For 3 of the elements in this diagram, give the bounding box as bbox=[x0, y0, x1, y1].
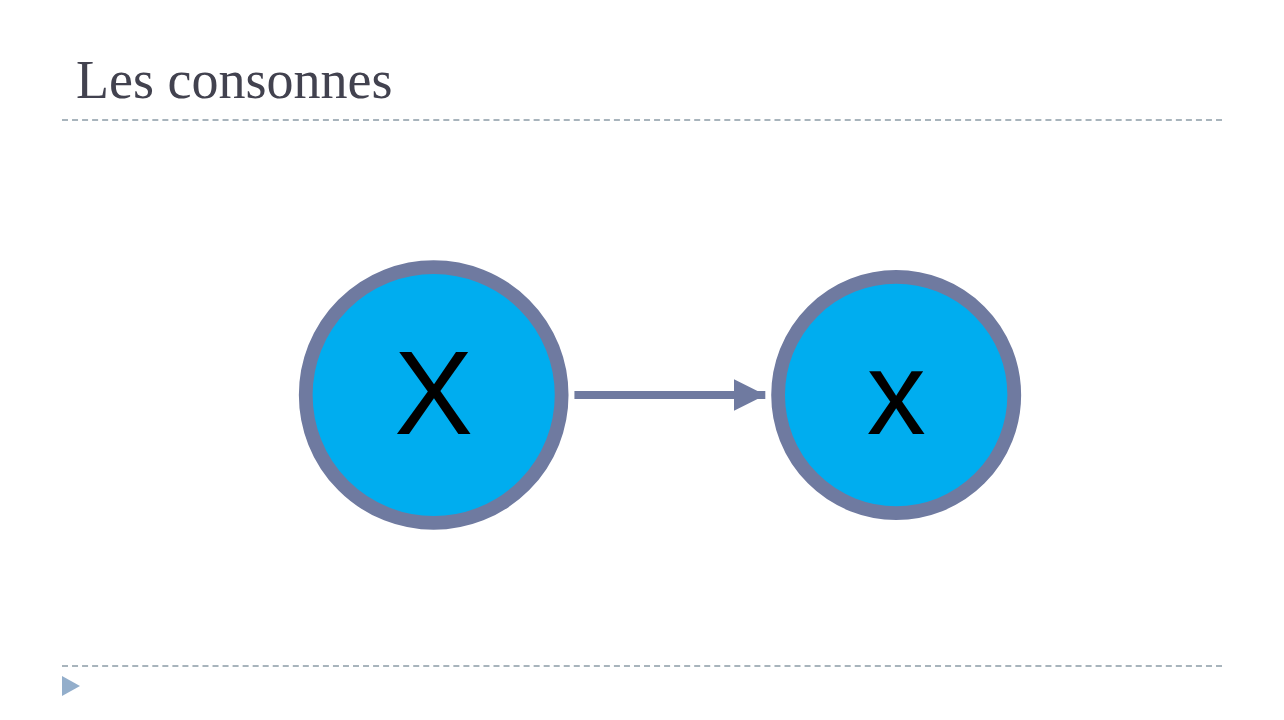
slide-title: Les consonnes bbox=[76, 49, 393, 112]
circle-node: X bbox=[298, 260, 569, 530]
circle-node: x bbox=[771, 270, 1022, 520]
